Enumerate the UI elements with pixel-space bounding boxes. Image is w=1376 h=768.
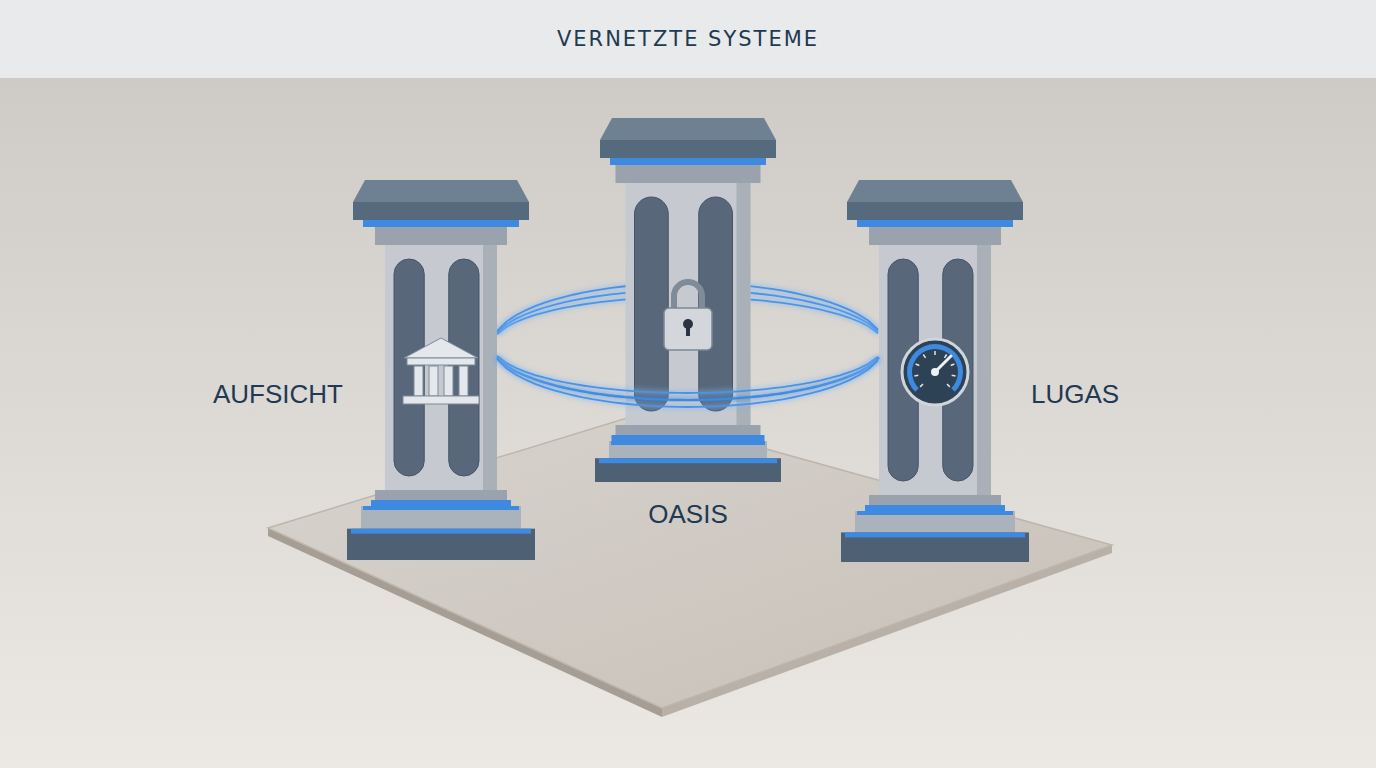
blue-band — [857, 220, 1013, 227]
pillar-panel — [394, 259, 424, 476]
pillar-node: LUGAS — [879, 245, 991, 495]
lock-icon — [664, 282, 712, 350]
pillar-label: LUGAS — [1031, 380, 1119, 410]
diagram-title: VERNETZTE SYSTEME — [0, 0, 1376, 78]
pillar-collar — [869, 495, 1001, 505]
pillar-cap — [847, 202, 1023, 220]
blue-band — [612, 435, 765, 441]
blue-band — [610, 158, 766, 165]
pillar-neck — [375, 227, 507, 245]
pillar-shaft — [385, 245, 497, 490]
pillar — [595, 118, 781, 482]
pillar-shade — [483, 245, 497, 490]
blue-band — [611, 441, 765, 445]
pillar-base — [361, 506, 521, 529]
pillar-cap — [600, 140, 776, 158]
ring-strand — [626, 397, 751, 400]
ring-strand — [497, 356, 878, 393]
pillar-collar — [616, 425, 761, 435]
ring-glow — [497, 356, 878, 393]
pillar-plinth — [841, 532, 1029, 562]
pillar-panel — [635, 197, 669, 411]
pillar-neck — [869, 227, 1001, 245]
bank-icon — [403, 338, 479, 404]
ring-strand — [497, 359, 878, 407]
blue-band — [351, 529, 531, 534]
ring-strand — [626, 397, 751, 400]
pillar-plinth — [347, 529, 535, 560]
pillar-neck — [616, 165, 761, 183]
ring-glow — [497, 359, 878, 407]
pillar-base — [609, 441, 767, 458]
pillar-label: OASIS — [648, 500, 727, 530]
pillar-label: AUFSICHT — [213, 380, 343, 410]
blue-band — [371, 500, 511, 506]
blue-band — [865, 505, 1005, 511]
blue-band — [857, 511, 1013, 515]
blue-band — [599, 458, 777, 463]
title-bar — [0, 0, 1376, 78]
pillar-base — [855, 511, 1015, 532]
pillar-shaft — [879, 245, 991, 495]
blue-band — [363, 506, 519, 510]
pillar-shaft — [626, 183, 751, 425]
pillar-node: OASIS — [626, 183, 751, 425]
pillar-cap — [353, 202, 529, 220]
blue-band — [363, 220, 519, 227]
pillar-shade — [977, 245, 991, 495]
pillar-collar — [375, 490, 507, 500]
pillar-node: AUFSICHT — [385, 245, 497, 490]
pillar-cap-top — [847, 180, 1023, 202]
pillar-plinth — [595, 458, 781, 482]
gauge-icon — [902, 339, 968, 405]
pillar-cap-top — [600, 118, 776, 140]
pillar-cap-top — [353, 180, 529, 202]
blue-band — [845, 532, 1025, 537]
